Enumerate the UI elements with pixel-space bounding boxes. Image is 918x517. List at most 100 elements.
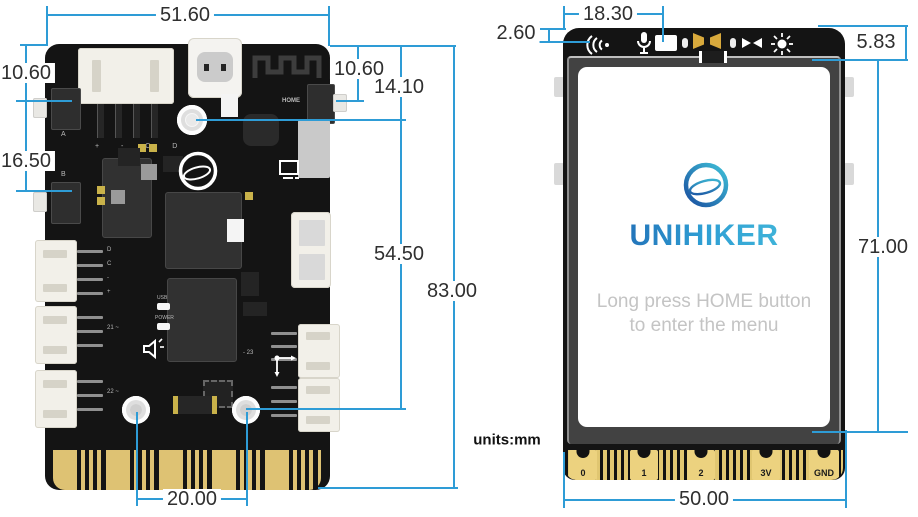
connector-slot	[306, 362, 330, 370]
connector-slot	[306, 386, 330, 394]
leader-button-a	[16, 100, 72, 102]
dim-label-top-to-hole: 14.10	[369, 77, 429, 97]
edge-pad-label: 2	[698, 468, 704, 478]
pin-trace	[271, 345, 297, 348]
edge-connector: 0 1 2 3V GND	[565, 450, 843, 480]
pin-trace	[77, 344, 103, 347]
dim-label-display-height: 71.00	[853, 237, 913, 257]
button-a-plunger	[33, 98, 47, 118]
connector-slot	[43, 346, 67, 354]
edge-pad-3v: 3V	[752, 450, 780, 480]
display-screen: UNIHIKER Long press HOME button to enter…	[578, 67, 830, 427]
smd-component	[97, 197, 105, 205]
dim-label-bezel-top: 2.60	[492, 23, 540, 43]
connector-slot	[43, 284, 67, 292]
connector-slot	[92, 60, 101, 92]
button-a-label: A	[61, 131, 66, 138]
dim-ext-line	[812, 431, 908, 433]
port-22-connector	[35, 370, 77, 428]
usb-a-tongue	[299, 254, 325, 280]
usb-led-label: USB	[157, 295, 168, 301]
button-a	[51, 88, 81, 130]
status-led	[682, 38, 688, 48]
leader-button-b	[16, 190, 72, 192]
dim-line-hole-span	[400, 45, 402, 409]
port-22-label: 22 ~	[107, 389, 119, 395]
dim-ext-line	[318, 487, 458, 489]
microphone-icon	[637, 32, 651, 54]
wave-icon	[586, 35, 609, 55]
port-23-connector	[298, 324, 340, 378]
usb-c-contact	[221, 64, 226, 71]
unihiker-logo-ring	[178, 151, 218, 191]
pin-trace	[77, 250, 103, 253]
white-component	[221, 94, 238, 117]
leader-speaker-circle	[196, 119, 406, 121]
edge-pad-0: 0	[569, 450, 597, 480]
dim-ext-line	[563, 452, 565, 508]
smd-component	[111, 190, 125, 204]
pin-trace	[77, 330, 103, 333]
pad-notch	[576, 450, 590, 458]
usb-led	[157, 303, 170, 310]
usb-c-contact	[204, 64, 209, 71]
edge-pad-label: 0	[580, 468, 586, 478]
home-button	[307, 84, 335, 124]
front-side-button-a	[554, 77, 564, 97]
light-sensor-window	[655, 35, 677, 51]
dim-label-board-width: 51.60	[155, 5, 215, 25]
dim-label-left-to-mic: 18.30	[578, 4, 638, 24]
connector-pin	[115, 102, 122, 138]
dim-label-top-to-display: 5.83	[852, 32, 900, 52]
speaker-circle-center	[186, 114, 198, 126]
wifi-antenna-trace	[252, 55, 322, 78]
usb-a-tongue	[299, 220, 325, 246]
connector-slot	[306, 416, 330, 424]
pin-trace	[77, 264, 103, 267]
smd-component	[97, 186, 105, 194]
edge-connector-fingers	[53, 450, 321, 490]
smd-component	[118, 148, 140, 166]
pad-notch	[759, 450, 773, 458]
pad-notch	[694, 450, 708, 458]
pin-trace	[77, 292, 103, 295]
usb-a-port	[291, 212, 331, 288]
top-connector-pin-labels: + - C D	[95, 143, 188, 150]
connector-slot	[43, 410, 67, 418]
dim-line-a-to-b	[25, 100, 27, 192]
connector-slot	[43, 380, 67, 388]
pin-label: D	[107, 247, 112, 253]
buzzer-icon	[742, 38, 762, 48]
connector-pin	[151, 102, 158, 138]
dim-label-hole-span: 54.50	[369, 244, 429, 264]
unihiker-logo-text: UNIHIKER	[578, 219, 830, 253]
dim-label-front-width: 50.00	[674, 489, 734, 509]
smd-ic	[173, 396, 217, 414]
light-sensor-icon	[771, 33, 793, 55]
connector-pin	[97, 102, 104, 138]
pin-trace	[77, 278, 103, 281]
monitor-icon	[279, 160, 299, 179]
button-b-plunger	[33, 192, 47, 212]
home-button-plunger	[333, 94, 347, 112]
dim-ext-line	[46, 6, 48, 46]
dim-ext-line	[818, 25, 908, 27]
smd-component	[138, 144, 146, 152]
pin-trace	[271, 386, 297, 389]
button-b-label: B	[61, 171, 66, 178]
units-label: units:mm	[473, 431, 541, 449]
button-b	[51, 182, 81, 224]
usb-c-cavity	[197, 52, 233, 82]
screen-hint-line1: Long press HOME button	[596, 291, 812, 312]
pin-label: +	[107, 289, 111, 295]
leader-hole-right	[246, 408, 406, 410]
edge-pad-2: 2	[687, 450, 715, 480]
status-led	[730, 38, 736, 48]
dim-label-hole-spacing: 20.00	[162, 489, 222, 509]
rgb-led-left	[693, 33, 704, 49]
smd-component	[163, 156, 183, 172]
leader-wave-icon	[532, 41, 590, 43]
dim-ext-line	[540, 28, 566, 30]
leader-home-button	[336, 100, 364, 102]
